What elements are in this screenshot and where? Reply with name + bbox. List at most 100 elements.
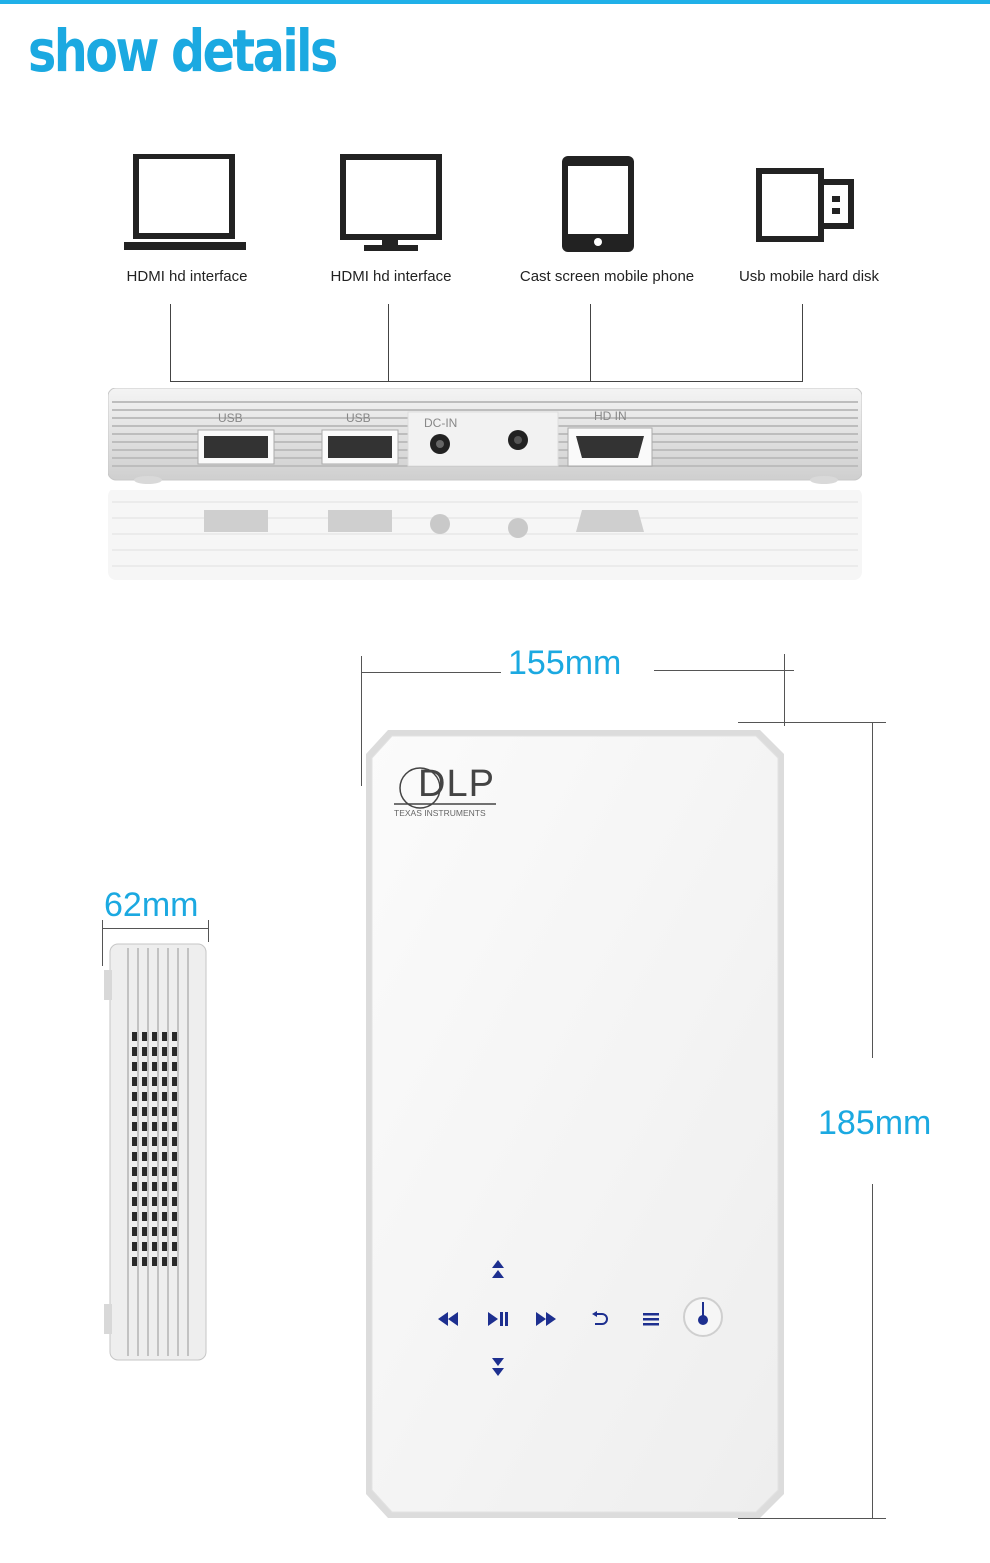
vent-slot xyxy=(162,1182,167,1191)
vent-slot xyxy=(172,1197,177,1206)
vent-slot xyxy=(152,1092,157,1101)
vent-slot xyxy=(152,1122,157,1131)
vent-slot xyxy=(132,1062,137,1071)
vent-slot xyxy=(152,1077,157,1086)
vent-slot xyxy=(172,1227,177,1236)
down-arrow-icon[interactable] xyxy=(488,1356,508,1380)
vent-slot xyxy=(172,1167,177,1176)
port-label-cast-phone: Cast screen mobile phone xyxy=(519,268,695,285)
vent-slot xyxy=(172,1092,177,1101)
vent-slot xyxy=(142,1047,147,1056)
vent-slot xyxy=(142,1032,147,1041)
vent-slot xyxy=(132,1077,137,1086)
dlp-logo: DLP TEXAS INSTRUMENTS xyxy=(394,762,504,822)
vent-slot xyxy=(142,1107,147,1116)
vent-slot xyxy=(132,1032,137,1041)
vent-slot xyxy=(132,1242,137,1251)
vent-slot xyxy=(152,1167,157,1176)
height-dimension-tick xyxy=(738,722,886,723)
vent-slot xyxy=(172,1212,177,1221)
width-dimension-label: 155mm xyxy=(508,644,622,682)
back-icon[interactable] xyxy=(590,1310,610,1328)
port-label-usb-disk: Usb mobile hard disk xyxy=(738,268,880,285)
vent-slot xyxy=(152,1257,157,1266)
vent-slot xyxy=(142,1062,147,1071)
menu-icon[interactable] xyxy=(642,1311,660,1327)
vent-slot xyxy=(152,1137,157,1146)
vent-slot xyxy=(162,1077,167,1086)
vent-slot xyxy=(172,1242,177,1251)
projector-front-view xyxy=(108,388,862,484)
usb-port-label: USB xyxy=(218,411,243,425)
monitor-icon xyxy=(340,154,442,251)
projector-side-view xyxy=(104,943,207,1361)
connector-line xyxy=(802,304,803,382)
vent-slot xyxy=(172,1122,177,1131)
play-pause-icon[interactable] xyxy=(486,1310,510,1328)
vent-slot xyxy=(162,1062,167,1071)
vent-slot xyxy=(152,1227,157,1236)
vent-slot xyxy=(162,1242,167,1251)
port-label-hdmi-laptop: HDMI hd interface xyxy=(126,268,248,285)
vent-slot xyxy=(132,1107,137,1116)
projector-reflection xyxy=(108,490,862,580)
vent-slot xyxy=(152,1197,157,1206)
dc-in-port-label: DC-IN xyxy=(424,416,458,430)
vent-slot xyxy=(162,1047,167,1056)
vent-slot xyxy=(152,1212,157,1221)
up-arrow-icon[interactable] xyxy=(488,1258,508,1282)
vent-slot xyxy=(172,1137,177,1146)
rewind-icon[interactable] xyxy=(436,1310,460,1328)
vent-slot xyxy=(162,1032,167,1041)
vent-slot xyxy=(142,1092,147,1101)
vent-slot xyxy=(172,1047,177,1056)
depth-dimension-tick xyxy=(102,920,103,966)
vent-slot xyxy=(142,1077,147,1086)
vent-slot xyxy=(142,1167,147,1176)
width-dimension-tick xyxy=(784,654,785,726)
vent-slot xyxy=(132,1182,137,1191)
vent-slot xyxy=(162,1197,167,1206)
vent-slot xyxy=(132,1212,137,1221)
vent-slot xyxy=(132,1137,137,1146)
connector-line xyxy=(590,304,591,382)
vent-slot xyxy=(152,1047,157,1056)
dlp-logo-text: DLP xyxy=(418,763,495,805)
depth-dimension-label: 62mm xyxy=(104,886,199,924)
vent-slot xyxy=(162,1227,167,1236)
page-title: show details xyxy=(28,17,338,85)
connector-bus-line xyxy=(170,381,803,382)
usb-drive-icon xyxy=(756,168,854,242)
vent-slot xyxy=(172,1107,177,1116)
connector-line xyxy=(170,304,171,382)
vent-slot xyxy=(152,1032,157,1041)
vent-slot xyxy=(142,1182,147,1191)
vent-slot xyxy=(162,1212,167,1221)
vent-slot xyxy=(162,1167,167,1176)
dlp-logo-subtitle: TEXAS INSTRUMENTS xyxy=(394,808,486,818)
top-accent-bar xyxy=(0,0,990,4)
height-dimension-line xyxy=(872,1184,873,1518)
vent-slot xyxy=(142,1227,147,1236)
port-label-hdmi-monitor: HDMI hd interface xyxy=(330,268,452,285)
vent-slot xyxy=(172,1152,177,1161)
vent-slot xyxy=(152,1107,157,1116)
vent-slot xyxy=(142,1152,147,1161)
vent-slot xyxy=(152,1242,157,1251)
width-dimension-line xyxy=(654,670,794,671)
vent-slot xyxy=(172,1182,177,1191)
power-button-icon[interactable] xyxy=(682,1296,724,1338)
depth-dimension-tick xyxy=(208,920,209,942)
vent-slot xyxy=(132,1257,137,1266)
vent-slot xyxy=(172,1077,177,1086)
vent-slot xyxy=(152,1062,157,1071)
width-dimension-line xyxy=(361,672,501,673)
vent-slot xyxy=(172,1032,177,1041)
projector-top-view xyxy=(366,730,784,1518)
width-dimension-tick xyxy=(361,656,362,786)
vent-slot xyxy=(162,1257,167,1266)
vent-slot xyxy=(162,1092,167,1101)
fast-forward-icon[interactable] xyxy=(534,1310,558,1328)
vent-slot xyxy=(162,1122,167,1131)
vent-slot xyxy=(142,1212,147,1221)
